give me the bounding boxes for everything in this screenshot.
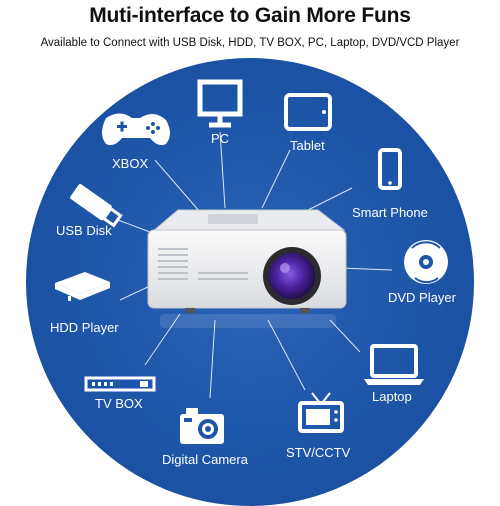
usb-disk-icon <box>70 184 123 228</box>
monitor-icon <box>197 79 243 128</box>
label-hdd-player: HDD Player <box>50 320 119 335</box>
headline: Muti-interface to Gain More Funs <box>89 4 411 27</box>
tv-box-icon <box>84 376 156 392</box>
retro-tv-icon <box>298 392 344 433</box>
label-smart-phone: Smart Phone <box>352 205 428 220</box>
subline: Available to Connect with USB Disk, HDD,… <box>40 37 460 49</box>
label-tablet: Tablet <box>290 138 325 153</box>
smartphone-icon <box>378 148 402 190</box>
label-dvd-player: DVD Player <box>388 290 456 305</box>
camera-icon <box>180 408 224 444</box>
hdd-box-icon <box>55 272 110 301</box>
disc-icon <box>404 240 448 284</box>
label-pc: PC <box>211 131 230 146</box>
tablet-icon <box>284 93 332 131</box>
label-tv-box: TV BOX <box>95 396 143 411</box>
label-digital-camera: Digital Camera <box>162 452 248 467</box>
label-usb-disk: USB Disk <box>56 223 112 238</box>
label-xbox: XBOX <box>112 156 149 171</box>
gamepad-icon <box>102 113 170 146</box>
label-stv-cctv: STV/CCTV <box>286 445 351 460</box>
laptop-icon <box>364 344 424 385</box>
label-laptop: Laptop <box>372 389 412 404</box>
